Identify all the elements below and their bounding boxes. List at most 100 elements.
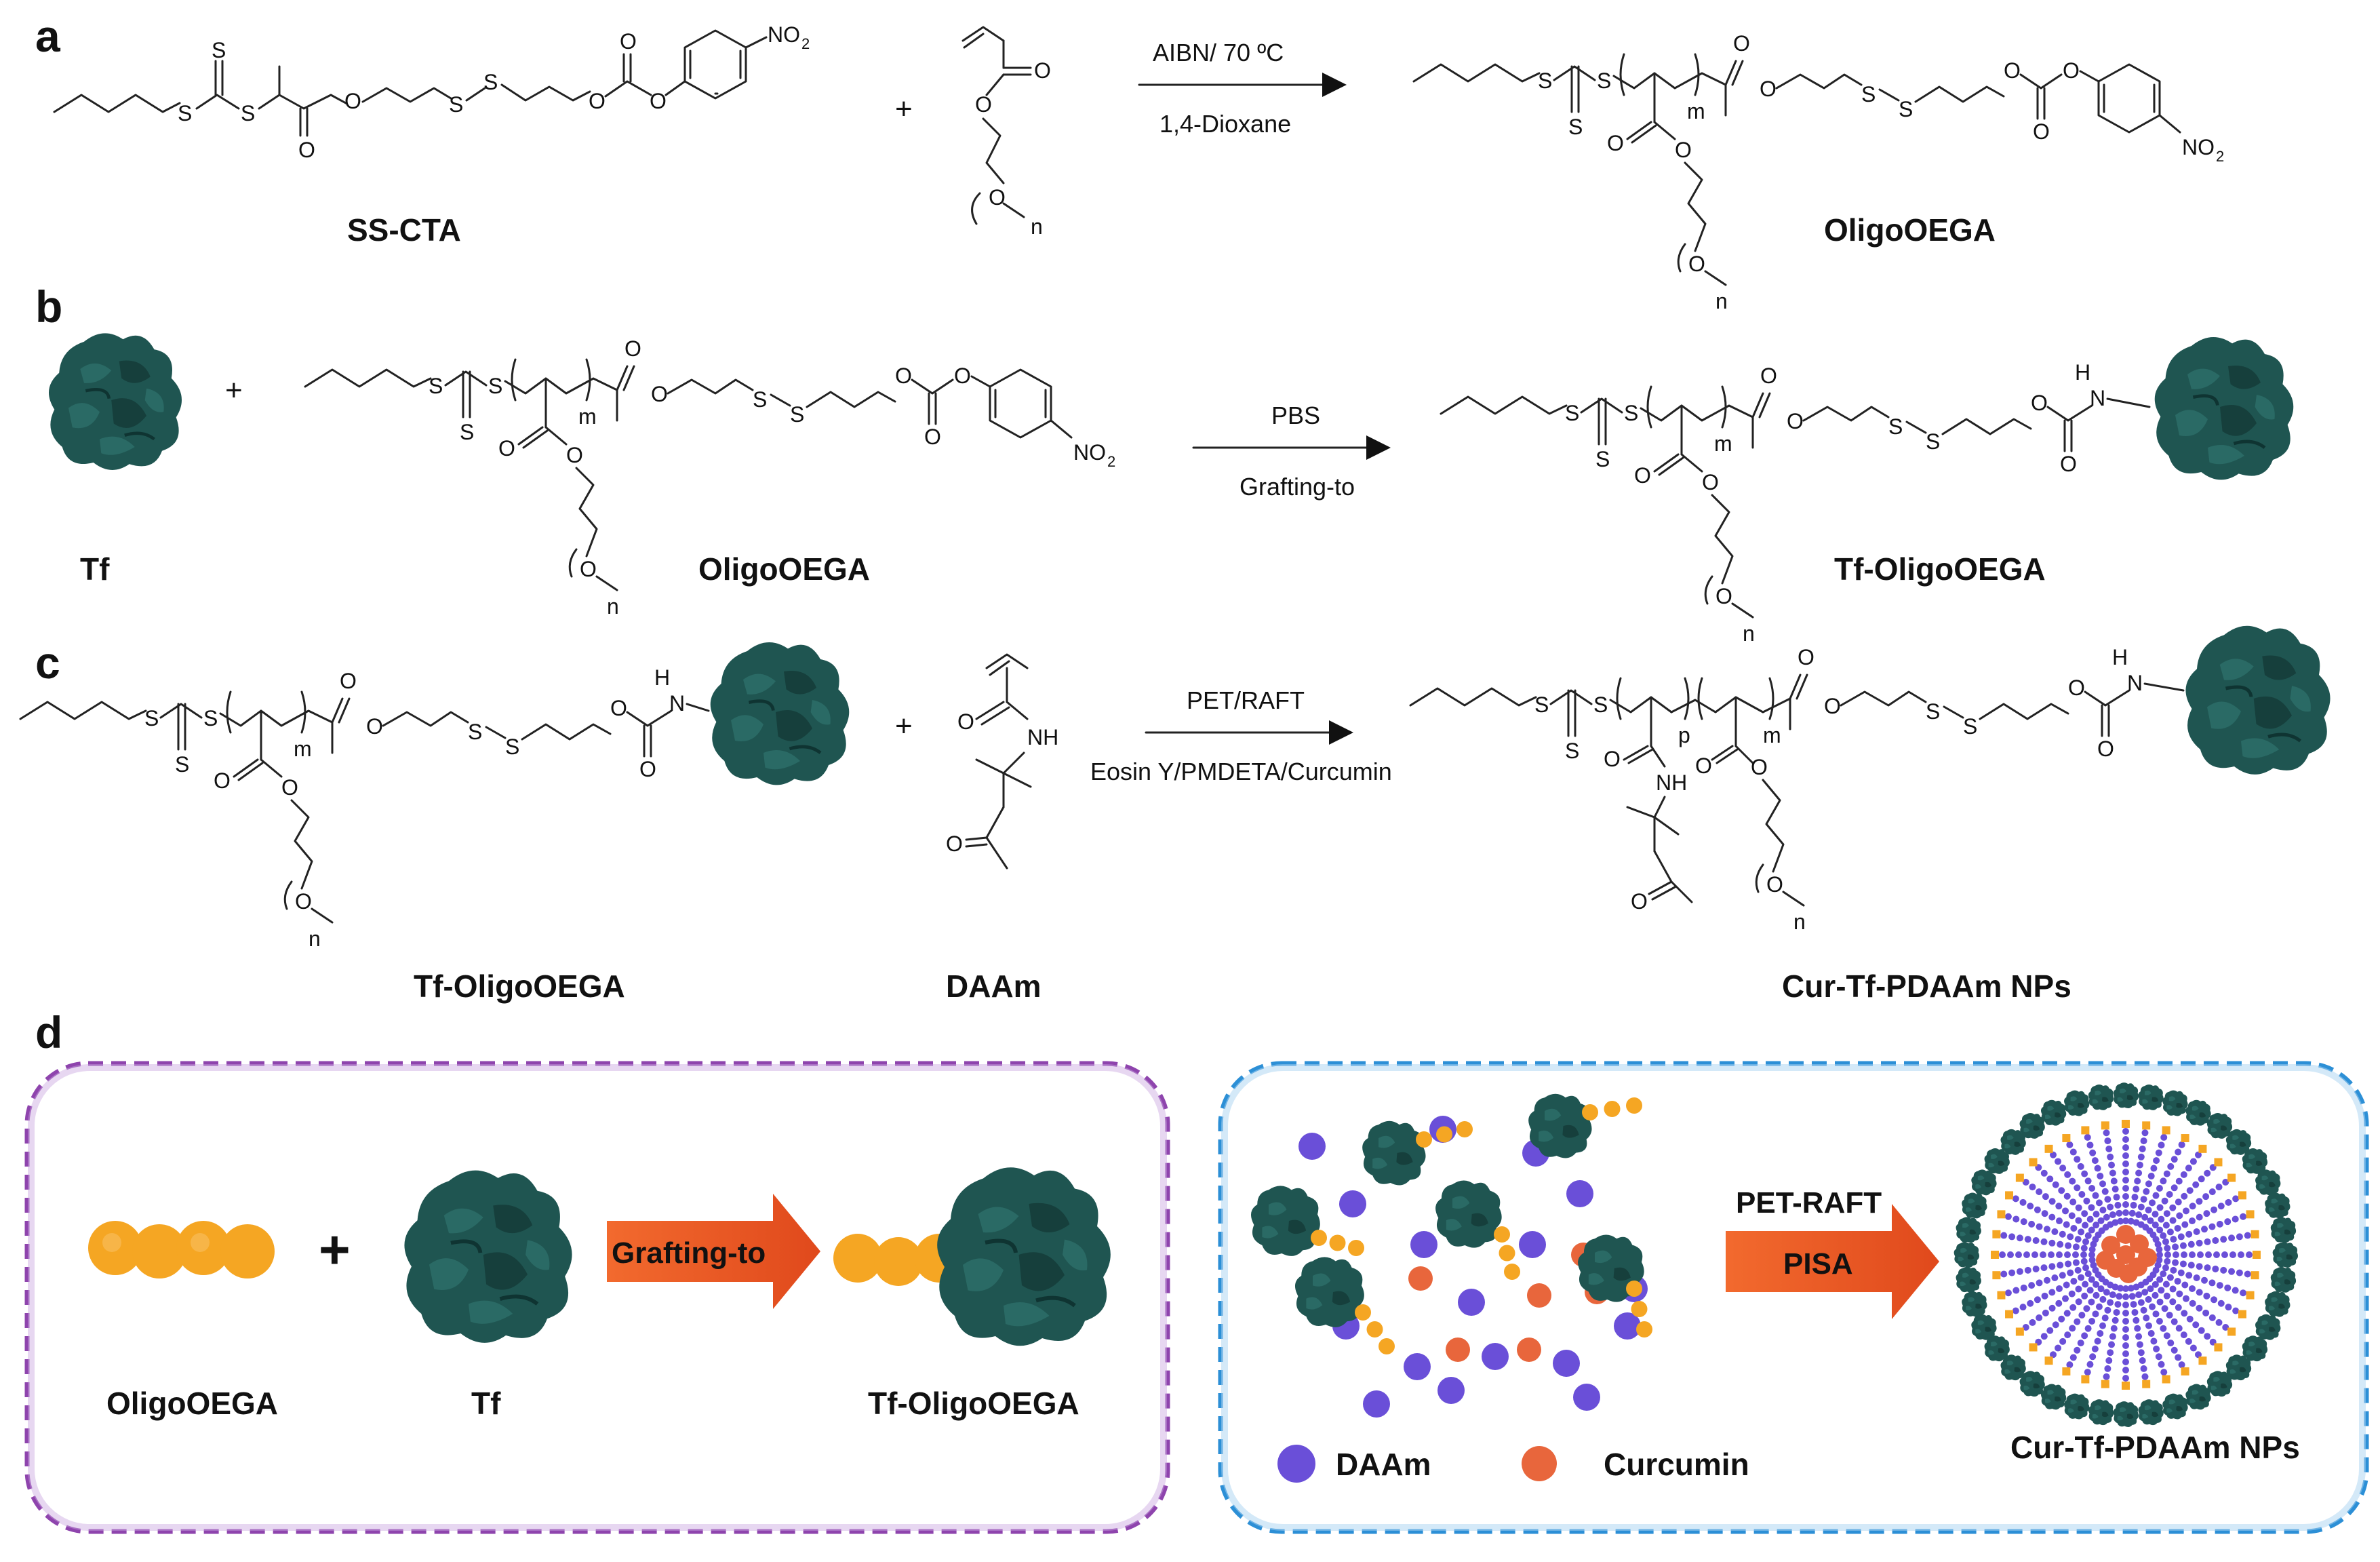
pdaam-bead (2051, 1228, 2059, 1236)
svg-text:2: 2 (1107, 453, 1115, 470)
pdaam-bead (2050, 1351, 2057, 1359)
pdaam-bead (2069, 1325, 2076, 1332)
pdaam-bead (2057, 1241, 2064, 1248)
pdaam-bead (2160, 1325, 2167, 1332)
pdaam-bead (2122, 1160, 2129, 1167)
panel-letter-d: d (35, 1007, 62, 1057)
svg-text:O: O (1760, 77, 1777, 101)
plus-c: + (895, 709, 913, 743)
pdaam-bead (2101, 1188, 2109, 1195)
pdaam-bead (2204, 1169, 2211, 1177)
svg-text:S: S (1899, 97, 1913, 121)
daam-legend-dot (1277, 1445, 1315, 1483)
pdaam-bead (2099, 1207, 2107, 1214)
pdaam-bead (2175, 1325, 2183, 1332)
pdaam-bead (2111, 1219, 2119, 1226)
pdaam-bead (2041, 1210, 2048, 1217)
pdaam-bead (2173, 1251, 2179, 1258)
pdaam-bead (2122, 1359, 2129, 1365)
svg-text:O: O (1702, 470, 1719, 494)
pdaam-bead (2055, 1158, 2062, 1165)
pdaam-bead (2103, 1373, 2110, 1380)
daam-dot (1458, 1289, 1485, 1316)
pdaam-bead (2133, 1186, 2140, 1193)
pdaam-bead (2179, 1242, 2187, 1249)
pdaam-bead (2081, 1210, 2088, 1217)
oega-linker (2044, 1144, 2053, 1153)
oega-linker (1992, 1271, 2001, 1280)
svg-text:NH: NH (1656, 770, 1687, 795)
svg-text:O: O (624, 336, 641, 361)
tf-oligooega-label-c: Tf-OligoOEGA (414, 969, 625, 1004)
pdaam-bead (2136, 1341, 2143, 1348)
pdaam-bead (2097, 1330, 2104, 1338)
pdaam-bead (2116, 1209, 2123, 1217)
svg-text:O: O (651, 382, 668, 406)
pdaam-bead (2052, 1321, 2059, 1329)
pdaam-bead (2059, 1230, 2066, 1238)
pdaam-bead (2236, 1233, 2243, 1241)
plus-b: + (225, 374, 243, 407)
tf-label-d: Tf (471, 1386, 501, 1421)
svg-text:O: O (610, 696, 627, 720)
tf-protein-small (1250, 1186, 1320, 1256)
pdaam-bead (2151, 1211, 2159, 1218)
tf-shell-protein (2088, 1084, 2114, 1110)
pdaam-bead (2020, 1284, 2027, 1291)
pdaam-bead (2122, 1193, 2129, 1200)
svg-text:O: O (295, 889, 312, 914)
tf-shell-protein (2113, 1082, 2139, 1109)
pdaam-bead (2094, 1338, 2101, 1345)
pdaam-bead (2108, 1161, 2116, 1169)
pdaam-bead (2136, 1161, 2143, 1169)
oega-linker (1992, 1230, 2001, 1238)
pdaam-bead (2135, 1169, 2143, 1177)
pdaam-bead (2196, 1263, 2203, 1270)
pisa-label: PISA (1783, 1247, 1853, 1281)
pdaam-bead (2072, 1259, 2080, 1266)
pdaam-bead (2175, 1354, 2182, 1361)
daam-dot (1298, 1133, 1326, 1160)
pdaam-bead (2113, 1194, 2120, 1201)
pdaam-bead (2052, 1181, 2059, 1188)
pdaam-bead (2197, 1251, 2204, 1258)
pdaam-bead (2154, 1241, 2162, 1248)
pdaam-bead (2196, 1213, 2203, 1221)
pdaam-bead (2092, 1310, 2099, 1318)
plus-a: + (895, 92, 913, 125)
pdaam-bead (2232, 1307, 2240, 1314)
pdaam-bead (2151, 1291, 2159, 1299)
cur-tf-pdaam-structure: S S S p m O O NH O O (1409, 645, 2185, 934)
oega-linker (2081, 1375, 2090, 1384)
tf-shell-protein (2270, 1217, 2297, 1243)
pdaam-bead (2182, 1295, 2189, 1302)
cur-tf-pdaam-label-d: Cur-Tf-PDAAm NPs (2010, 1430, 2300, 1465)
oega-linker (2246, 1210, 2255, 1219)
pdaam-bead (2069, 1354, 2077, 1361)
pdaam-bead (2205, 1251, 2212, 1258)
pdaam-bead (2176, 1290, 2183, 1297)
pdaam-bead (2222, 1323, 2229, 1331)
pdaam-bead (2140, 1196, 2147, 1203)
pdaam-bead (2180, 1331, 2187, 1339)
pdaam-bead (2122, 1128, 2129, 1135)
pdaam-bead (2166, 1191, 2173, 1198)
pdaam-bead (2170, 1346, 2178, 1354)
svg-text:m: m (578, 404, 597, 429)
oega-linker (2005, 1191, 2014, 1200)
pdaam-bead (2081, 1170, 2088, 1177)
daam-legend-label: DAAm (1336, 1447, 1431, 1482)
pdaam-bead (2204, 1238, 2211, 1245)
tf-protein-b (49, 333, 182, 470)
pdaam-bead (2137, 1349, 2145, 1356)
pdaam-bead (2140, 1306, 2147, 1314)
pdaam-bead (2077, 1340, 2084, 1347)
pdaam-bead (2074, 1184, 2081, 1192)
pdaam-bead (2147, 1330, 2155, 1338)
pdaam-bead (2196, 1304, 2203, 1312)
pdaam-bead (2189, 1203, 2196, 1210)
tf-oligooega-label-b: Tf-OligoOEGA (1834, 551, 2046, 587)
pdaam-bead (2228, 1268, 2236, 1275)
pdaam-bead (2042, 1193, 2049, 1200)
pdaam-bead (2089, 1353, 2097, 1361)
